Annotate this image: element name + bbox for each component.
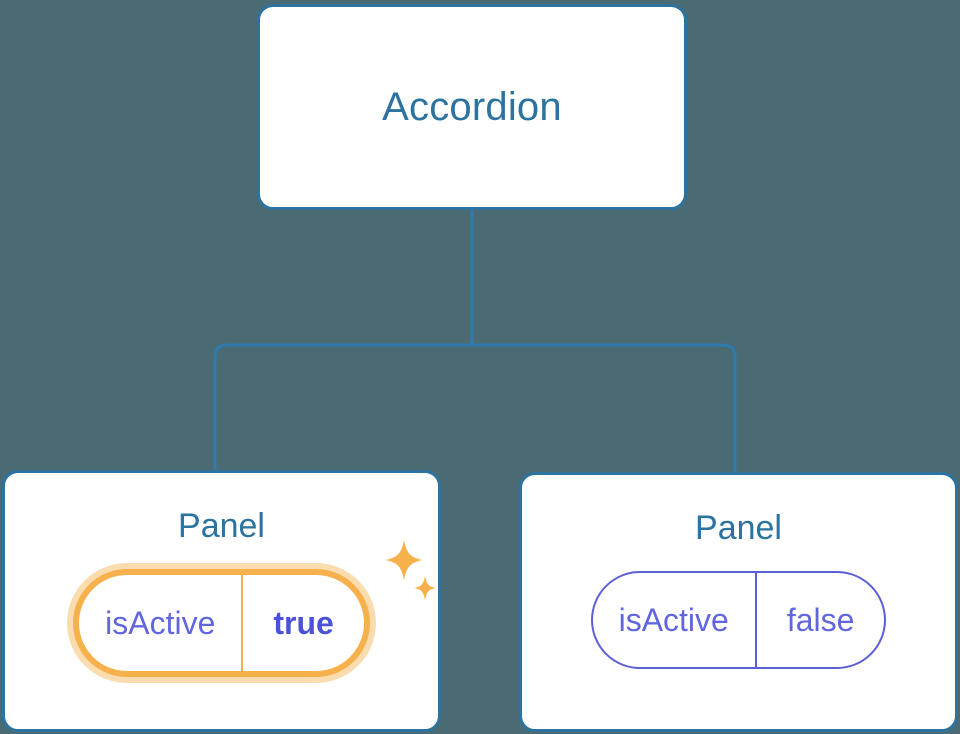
- prop-pill-isactive-true[interactable]: isActive true: [73, 569, 370, 677]
- node-accordion[interactable]: Accordion: [257, 4, 687, 210]
- prop-value: true: [241, 575, 363, 671]
- prop-key: isActive: [618, 602, 729, 638]
- connector-branch-right: [472, 343, 737, 474]
- node-panel-inactive[interactable]: Panel isActive false: [519, 472, 958, 732]
- prop-pill-wrapper-active: isActive true: [67, 563, 376, 683]
- prop-pill-wrapper-inactive: isActive false: [590, 571, 887, 669]
- prop-pill-isactive-false[interactable]: isActive false: [590, 571, 887, 669]
- node-accordion-title: Accordion: [382, 85, 562, 129]
- prop-key: isActive: [105, 605, 216, 641]
- node-panel-active[interactable]: Panel isActive true: [2, 470, 441, 732]
- node-panel-inactive-title: Panel: [695, 509, 782, 547]
- connector-branch-left: [213, 343, 472, 472]
- prop-value: false: [754, 573, 885, 667]
- node-panel-active-title: Panel: [178, 507, 265, 545]
